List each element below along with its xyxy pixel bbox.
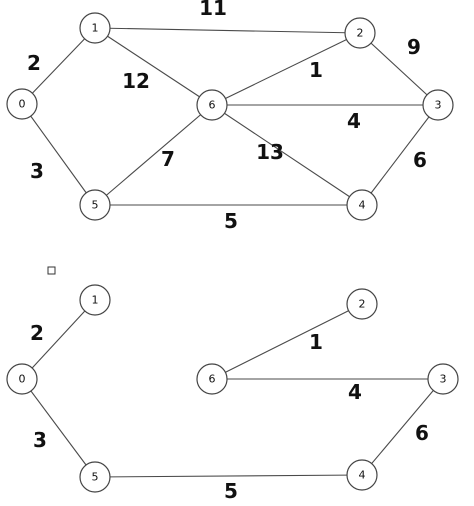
edge-1-2 — [94, 27, 361, 34]
edge-weight-5-4: 5 — [224, 479, 238, 503]
node-0: 0 — [6, 363, 38, 395]
edge-5-4 — [94, 474, 363, 478]
small-square-mark — [47, 266, 56, 275]
node-label-0: 0 — [19, 373, 26, 386]
edge-2-6 — [211, 32, 361, 106]
node-5: 5 — [79, 461, 111, 493]
spanning-tree-graph: 2 3 1 4 6 5 0 1 2 3 4 5 6 — [6, 284, 459, 503]
edge-weight-1-6: 12 — [122, 69, 150, 93]
node-circle-0 — [6, 88, 38, 120]
node-circle-4 — [346, 459, 378, 491]
node-circle-1 — [79, 12, 111, 44]
edge-3-4 — [361, 104, 439, 206]
node-label-3: 3 — [440, 373, 447, 386]
node-1: 1 — [79, 284, 111, 316]
node-4: 4 — [346, 459, 378, 491]
edge-weight-0-5: 3 — [30, 159, 44, 183]
node-circle-6 — [196, 89, 228, 121]
node-0: 0 — [6, 88, 38, 120]
edge-weight-6-4: 13 — [256, 140, 284, 164]
node-3: 3 — [422, 89, 454, 121]
node-circle-6 — [196, 363, 228, 395]
edge-weight-2-3: 9 — [407, 35, 421, 59]
node-6: 6 — [196, 89, 228, 121]
node-6: 6 — [196, 363, 228, 395]
edge-0-1 — [21, 299, 96, 380]
node-label-2: 2 — [359, 298, 366, 311]
edge-weight-6-3: 4 — [347, 109, 361, 133]
node-circle-4 — [346, 189, 378, 221]
edge-weight-1-2: 11 — [199, 0, 227, 20]
edge-3-4 — [361, 378, 444, 476]
edge-weight-3-4: 6 — [413, 148, 427, 172]
node-1: 1 — [79, 12, 111, 44]
node-3: 3 — [427, 363, 459, 395]
edge-0-5 — [21, 378, 96, 478]
edge-weight-0-1: 2 — [30, 321, 44, 345]
edge-1-6 — [94, 27, 213, 106]
node-circle-2 — [344, 17, 376, 49]
edge-6-2 — [211, 303, 363, 380]
edge-weight-6-3: 4 — [348, 380, 362, 404]
node-circle-5 — [79, 189, 111, 221]
edge-2-3 — [359, 32, 439, 106]
node-2: 2 — [344, 17, 376, 49]
node-label-1: 1 — [92, 294, 99, 307]
edge-weight-0-5: 3 — [33, 428, 47, 452]
node-2: 2 — [346, 288, 378, 320]
node-circle-2 — [346, 288, 378, 320]
node-label-6: 6 — [209, 373, 216, 386]
node-circle-0 — [6, 363, 38, 395]
node-label-4: 4 — [359, 199, 366, 212]
edge-0-1 — [21, 27, 96, 105]
node-label-3: 3 — [435, 99, 442, 112]
node-circle-3 — [422, 89, 454, 121]
node-circle-1 — [79, 284, 111, 316]
node-label-5: 5 — [92, 199, 99, 212]
edge-weight-3-4: 6 — [415, 421, 429, 445]
node-5: 5 — [79, 189, 111, 221]
edge-6-5 — [94, 104, 213, 206]
node-circle-5 — [79, 461, 111, 493]
edge-weight-5-4: 5 — [224, 209, 238, 233]
edge-weight-0-1: 2 — [27, 51, 41, 75]
edge-weight-6-2: 1 — [309, 330, 323, 354]
edge-6-4 — [211, 104, 363, 206]
edge-weight-6-5: 7 — [161, 147, 175, 171]
node-circle-3 — [427, 363, 459, 395]
node-label-1: 1 — [92, 22, 99, 35]
node-label-0: 0 — [19, 98, 26, 111]
node-4: 4 — [346, 189, 378, 221]
node-label-5: 5 — [92, 471, 99, 484]
edge-weight-2-6: 1 — [309, 58, 323, 82]
node-label-2: 2 — [357, 27, 364, 40]
edge-0-5 — [21, 103, 96, 206]
node-label-6: 6 — [209, 99, 216, 112]
node-label-4: 4 — [359, 469, 366, 482]
